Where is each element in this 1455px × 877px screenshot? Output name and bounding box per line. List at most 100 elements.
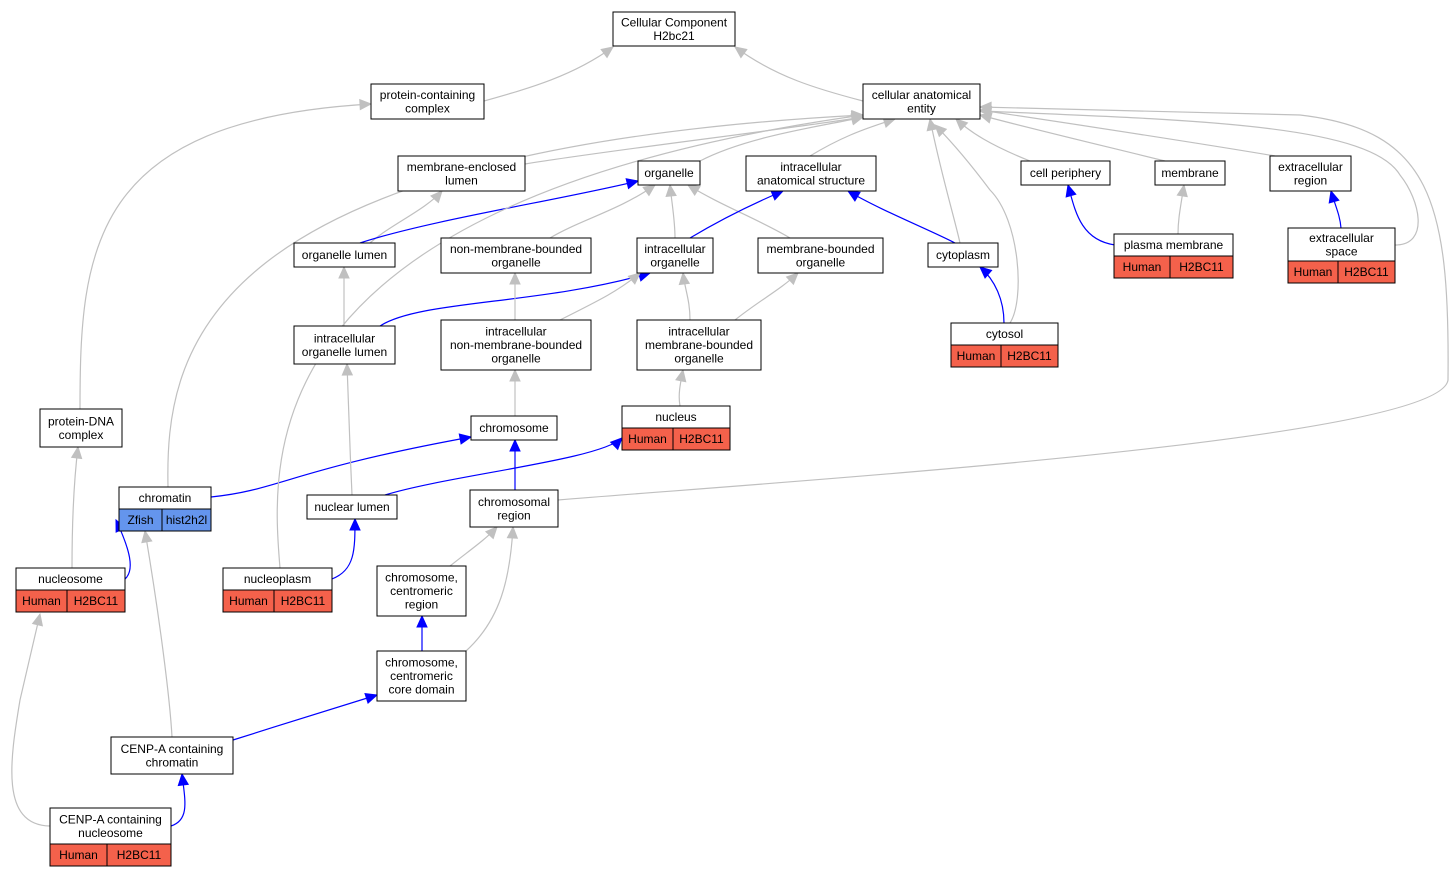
gene-cell bbox=[66, 589, 126, 613]
node-cytoplasm[interactable]: cytoplasm bbox=[927, 242, 999, 268]
node-label-line: chromosome, bbox=[385, 571, 458, 585]
edge-chromosome-centromeric-core-domain-to-chromosome-centromeric-region bbox=[416, 614, 428, 652]
node-label-line: centromeric bbox=[390, 584, 453, 598]
species-label: Zfish bbox=[127, 513, 153, 527]
node-label-line: space bbox=[1325, 244, 1357, 258]
arrowhead bbox=[509, 368, 521, 382]
node-intracellular-non-membrane-bounded-organelle[interactable]: intracellularnon-membrane-boundedorganel… bbox=[440, 319, 592, 371]
arrowhead bbox=[416, 614, 428, 628]
node-organelle[interactable]: organelle bbox=[637, 160, 701, 186]
node-label-line: non-membrane-bounded bbox=[450, 242, 582, 256]
node-chromosome[interactable]: chromosome bbox=[470, 415, 558, 441]
node-label-line: membrane bbox=[1161, 166, 1219, 180]
node-label-line: intracellular bbox=[668, 325, 729, 339]
node-nuclear-lumen[interactable]: nuclear lumen bbox=[306, 494, 398, 520]
edge-nucleosome-to-protein-dna-complex bbox=[70, 445, 83, 569]
node-label-line: region bbox=[1294, 173, 1327, 187]
arrowhead bbox=[678, 271, 691, 286]
arrowhead bbox=[926, 117, 938, 132]
arrowhead bbox=[509, 438, 521, 452]
node-label-line: membrane-bounded bbox=[766, 242, 874, 256]
edge-membrane-to-cellular-anatomical-entity bbox=[978, 112, 1166, 162]
arrowhead bbox=[458, 433, 473, 445]
node-organelle-lumen[interactable]: organelle lumen bbox=[293, 242, 396, 268]
node-label-line: entity bbox=[907, 101, 936, 115]
edge-protein-dna-complex-to-protein-containing-complex bbox=[79, 98, 373, 410]
arrowhead bbox=[349, 517, 361, 531]
edge-cenp-a-containing-chromatin-to-chromosome-centromeric-core-domain bbox=[232, 692, 379, 741]
node-label-line: complex bbox=[59, 428, 104, 442]
node-label-line: organelle bbox=[491, 352, 541, 366]
node-box bbox=[376, 650, 467, 702]
gene-cell bbox=[1169, 255, 1234, 279]
node-label-line: membrane-bounded bbox=[645, 338, 753, 352]
arrowhead bbox=[177, 772, 190, 787]
edge-chromosomal-region-to-chromosome bbox=[509, 438, 521, 490]
node-cell-periphery[interactable]: cell periphery bbox=[1020, 160, 1111, 186]
arrowhead bbox=[70, 445, 83, 460]
node-label-line: organelle bbox=[644, 166, 694, 180]
gene-cell bbox=[106, 843, 172, 867]
arrowhead bbox=[364, 692, 379, 704]
node-box bbox=[370, 83, 485, 120]
arrowhead bbox=[600, 46, 614, 59]
node-label-line: cell periphery bbox=[1030, 166, 1101, 180]
node-label-line: organelle bbox=[674, 352, 724, 366]
arrowhead bbox=[979, 266, 993, 279]
node-box bbox=[293, 325, 396, 365]
node-box bbox=[1154, 160, 1226, 186]
node-label-line: organelle lumen bbox=[302, 345, 387, 359]
edge-cytosol-to-cellular-anatomical-entity bbox=[934, 124, 1019, 324]
node-label-line: region bbox=[405, 598, 438, 612]
species-label: Human bbox=[1123, 260, 1162, 274]
node-label-line: nucleoplasm bbox=[244, 572, 311, 586]
gene-label: H2BC11 bbox=[679, 432, 724, 446]
edge-intracellular-membrane-bounded-organelle-to-intracellular-organelle bbox=[678, 271, 691, 321]
node-label-line: region bbox=[497, 508, 530, 522]
node-box bbox=[745, 155, 877, 192]
edge-chromosome-centromeric-core-domain-to-chromosomal-region bbox=[465, 525, 519, 652]
node-box bbox=[1269, 155, 1352, 192]
node-box bbox=[1020, 160, 1111, 186]
node-membrane[interactable]: membrane bbox=[1154, 160, 1226, 186]
arrowhead bbox=[625, 178, 640, 190]
node-label-line: cytoplasm bbox=[936, 248, 990, 262]
edge-cellular-anatomical-entity-to-cc-root bbox=[734, 46, 864, 102]
node-label-line: CENP-A containing bbox=[59, 812, 162, 826]
species-label: Human bbox=[1294, 265, 1333, 279]
edge-plasma-membrane-to-cell-periphery bbox=[1065, 183, 1116, 246]
